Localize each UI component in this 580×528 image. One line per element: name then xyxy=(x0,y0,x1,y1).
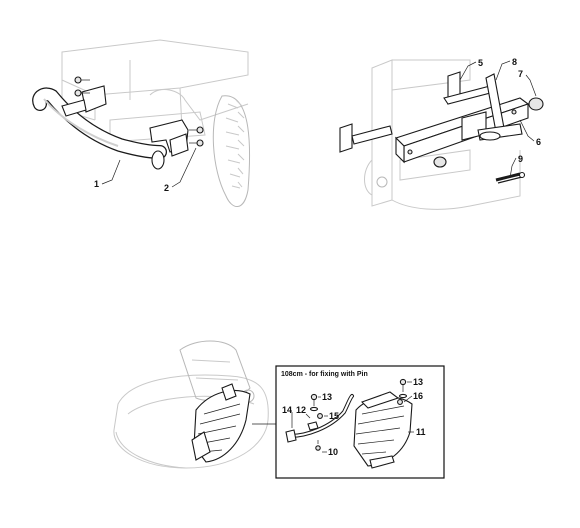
bracket-bolts xyxy=(74,76,204,147)
callout-16: 16 xyxy=(413,391,423,401)
callout-5: 5 xyxy=(478,58,483,68)
callout-12: 12 xyxy=(296,405,306,415)
inset-hardware xyxy=(307,378,408,451)
hitch-knobs xyxy=(433,97,544,168)
callout-13-right: 13 xyxy=(413,377,423,387)
callout-2: 2 xyxy=(164,183,169,193)
lynch-pin-clip xyxy=(495,171,526,184)
mower-deck-view xyxy=(113,340,276,469)
inset-deflector xyxy=(353,391,413,469)
bumper-bracket-right xyxy=(149,119,189,157)
chassis-outline xyxy=(61,39,249,143)
callout-14: 14 xyxy=(282,405,292,415)
hitch-assembly-view: 5 8 7 6 9 xyxy=(339,57,544,210)
inset-fixing-strap xyxy=(285,394,354,443)
callout-10: 10 xyxy=(328,447,338,457)
inset-title: 108cm - for fixing with Pin xyxy=(281,371,368,378)
bumper-bracket-left xyxy=(61,85,107,117)
callout-7: 7 xyxy=(518,69,523,79)
fixing-pin-inset: 108cm - for fixing with Pin xyxy=(275,365,445,479)
callout-11: 11 xyxy=(416,427,426,437)
front-bumper-tube xyxy=(32,87,167,170)
callout-1: 1 xyxy=(94,179,99,189)
tyre-outline xyxy=(212,95,251,207)
callout-6: 6 xyxy=(536,137,541,147)
side-discharge-deflector xyxy=(191,383,251,463)
callout-13-left: 13 xyxy=(322,392,332,402)
hitch-pins xyxy=(339,71,495,153)
bumper-assembly-view: 1 2 xyxy=(32,39,251,207)
drawbar-hook xyxy=(477,73,523,141)
callout-8: 8 xyxy=(512,57,517,67)
callout-15: 15 xyxy=(329,411,339,421)
rear-chassis-outline xyxy=(364,59,521,210)
callout-9: 9 xyxy=(518,154,523,164)
